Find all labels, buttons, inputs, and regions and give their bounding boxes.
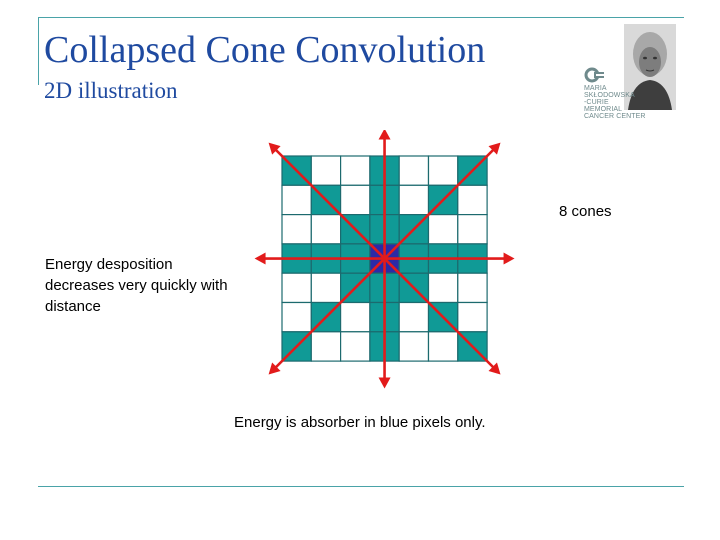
slide-subtitle: 2D illustration	[44, 78, 178, 103]
cone-count-note: 8 cones	[559, 203, 612, 220]
top-rule	[38, 17, 684, 18]
left-rule	[38, 17, 39, 85]
energy-deposition-note: Energy desposition decreases very quickl…	[45, 256, 228, 315]
logo-mark-icon	[584, 67, 604, 83]
cone-arrow-down-right	[383, 257, 501, 375]
empty-voxel	[398, 155, 430, 186]
empty-voxel	[339, 301, 371, 333]
cone-arrow-up	[378, 130, 391, 259]
cone-arrow-up-right	[383, 142, 501, 260]
empty-voxel	[339, 331, 371, 362]
logo-text-line: MEMORIAL	[584, 106, 623, 113]
cone-arrow-left	[254, 252, 385, 265]
empty-voxel	[427, 155, 459, 186]
cancer-center-logo: MARIA SKŁODOWSKA -CURIE MEMORIAL CANCER …	[584, 22, 680, 120]
logo-text-line: -CURIE	[584, 99, 609, 106]
empty-voxel	[281, 213, 312, 245]
empty-voxel	[457, 184, 488, 216]
empty-voxel	[339, 184, 371, 216]
empty-voxel	[398, 301, 430, 333]
empty-voxel	[310, 272, 342, 304]
empty-voxel	[281, 184, 312, 216]
empty-voxel	[427, 213, 459, 245]
empty-voxel	[339, 155, 371, 186]
bottom-rule	[38, 486, 684, 487]
empty-voxel	[457, 272, 488, 304]
empty-voxel	[310, 155, 342, 186]
cone-arrow-right	[384, 252, 515, 265]
logo-text-line: CANCER CENTER	[584, 113, 646, 120]
cone-arrow-down	[378, 258, 391, 389]
empty-voxel	[281, 301, 312, 333]
collapsed-cone-diagram	[254, 130, 515, 389]
logo-text-line: SKŁODOWSKA	[584, 92, 635, 99]
empty-voxel	[281, 272, 312, 304]
empty-voxel	[427, 272, 459, 304]
logo-text-line: MARIA	[584, 85, 607, 92]
portrait-photo	[624, 24, 676, 110]
slide-title: Collapsed Cone Convolution	[44, 29, 486, 71]
empty-voxel	[310, 331, 342, 362]
empty-voxel	[398, 331, 430, 362]
empty-voxel	[398, 184, 430, 216]
empty-voxel	[427, 331, 459, 362]
empty-voxel	[457, 301, 488, 333]
empty-voxel	[310, 213, 342, 245]
cone-arrow-up-left	[268, 142, 386, 260]
empty-voxel	[457, 213, 488, 245]
blue-pixels-note: Energy is absorber in blue pixels only.	[234, 414, 486, 431]
cone-arrow-down-left	[268, 257, 386, 375]
